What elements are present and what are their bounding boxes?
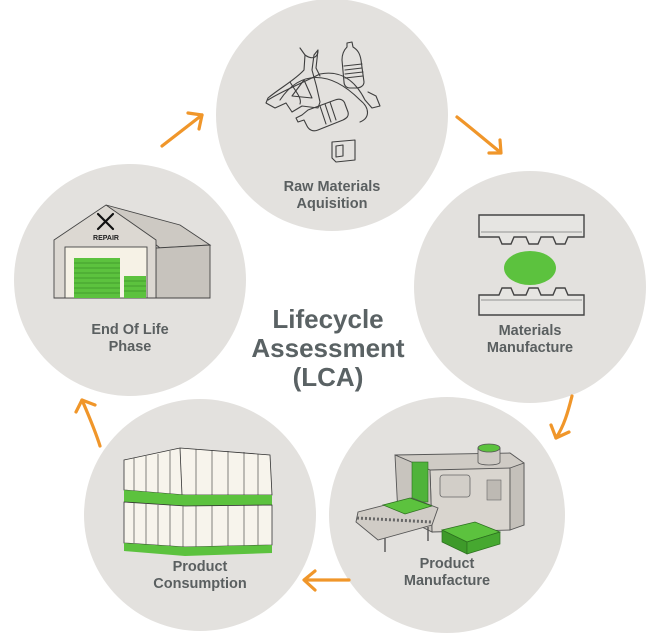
title-line-1: Lifecycle [272,304,383,334]
flow-arrow-eol-to-raw [160,111,204,148]
stage-label-line-2: Manufacture [404,573,490,589]
stage-circle [414,171,646,403]
stage-label-line-1: Product [173,559,228,575]
stage-label-line-1: End Of Life [91,322,168,338]
flow-arrow-product-to-consumption [302,569,351,592]
center-title: Lifecycle Assessment (LCA) [251,304,405,392]
stage-circle [216,0,448,231]
stage-product-consumption: Product Consumption [84,399,316,631]
stage-end-of-life: REPAIR End Of Life Phase [14,164,246,396]
stage-raw-materials: Raw Materials Aquisition [216,0,448,231]
arrow-up-icon [80,398,102,448]
pallet-stack [74,258,146,298]
stage-label-line-1: Materials [499,323,562,339]
plastic-waste-icon [265,41,381,163]
repair-warehouse-icon: REPAIR [53,204,212,299]
repair-tools-icon [96,212,115,231]
flow-arrow-consumption-to-eol [74,398,102,448]
material-blob [504,251,556,285]
stage-label-line-2: Aquisition [297,196,368,212]
stage-label-line-2: Consumption [153,576,246,592]
repair-sign: REPAIR [93,235,119,242]
flow-arrow-materials-to-product [549,394,574,440]
arrow-down-right-icon [455,115,502,154]
stage-label-line-2: Manufacture [487,340,573,356]
stacked-pallets-icon [123,447,273,556]
mold-press-icon [478,214,585,316]
stage-label-line-2: Phase [109,339,152,355]
arrow-down-left-icon [554,394,574,440]
stage-materials-manufacture: Materials Manufacture [414,171,646,403]
stage-product-manufacture: Product Manufacture [329,397,565,633]
stage-label-line-1: Raw Materials [284,179,381,195]
injection-machine-icon [355,443,525,555]
arrow-up-right-icon [160,113,204,148]
flow-arrow-raw-to-materials [455,115,503,155]
title-line-3: (LCA) [293,362,364,392]
title-line-2: Assessment [251,333,405,363]
stage-label-line-1: Product [420,556,475,572]
